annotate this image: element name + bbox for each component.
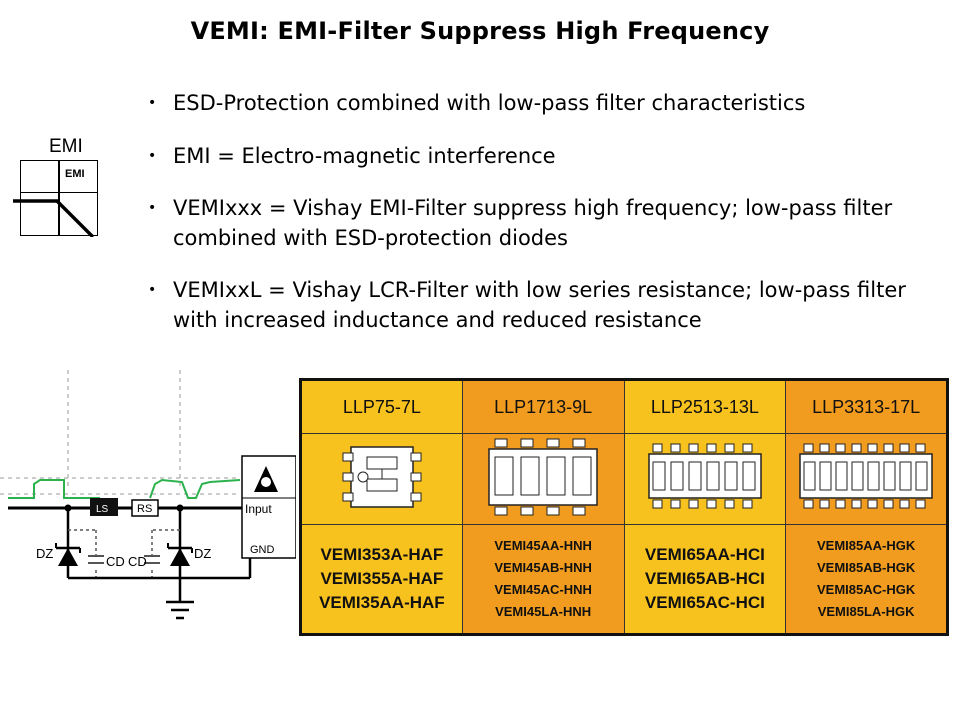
lowpass-curve-icon — [13, 199, 95, 237]
part-number-cell: VEMI353A-HAF VEMI355A-HAF VEMI35AA-HAF — [300, 524, 463, 635]
emi-response-box: EMI — [13, 160, 98, 237]
slide-title: VEMI: EMI-Filter Suppress High Frequency — [190, 17, 770, 45]
part-number-row: VEMI353A-HAF VEMI355A-HAF VEMI35AA-HAF V… — [300, 524, 948, 635]
bullet-item: • EMI = Electro-magnetic interference — [146, 141, 956, 171]
emi-filter-icon: EMI EMI — [13, 136, 104, 240]
package-header: LLP75-7L — [300, 379, 463, 434]
emi-icon-inner-label: EMI — [65, 168, 85, 180]
part-number-cell: VEMI65AA-HCI VEMI65AB-HCI VEMI65AC-HCI — [623, 524, 787, 635]
part-number: VEMI45AA-HNH — [494, 538, 592, 553]
llp2513-13l-package-icon — [648, 443, 762, 508]
bullet-text: EMI = Electro-magnetic interference — [173, 144, 556, 168]
package-image-cell — [461, 433, 625, 525]
package-header: LLP3313-17L — [785, 379, 948, 434]
part-number-cell: VEMI45AA-HNH VEMI45AB-HNH VEMI45AC-HNH V… — [461, 524, 625, 635]
package-image-cell — [300, 433, 463, 525]
bullet-text: VEMIxxx = Vishay EMI-Filter suppress hig… — [173, 196, 893, 250]
package-image-cell — [785, 433, 948, 525]
part-number: VEMI353A-HAF — [320, 545, 444, 564]
llp1713-9l-package-icon — [488, 438, 598, 515]
circuit-schematic: DZ CD LS RS CD DZ Input GND — [0, 370, 297, 620]
gnd-label: GND — [250, 544, 275, 556]
part-number: VEMI45AB-HNH — [494, 560, 592, 575]
bullet-dot-icon: • — [148, 95, 157, 111]
part-number: VEMI45LA-HNH — [495, 604, 592, 619]
dz-right-label: DZ — [194, 546, 211, 561]
cd-left-label: CD — [106, 554, 125, 569]
input-label: Input — [245, 502, 272, 516]
package-header: LLP2513-13L — [623, 379, 787, 434]
bullet-text: ESD-Protection combined with low-pass fi… — [173, 91, 806, 115]
llp75-7l-package-icon — [342, 445, 422, 508]
bullet-dot-icon: • — [148, 282, 157, 298]
part-number: VEMI85AC-HGK — [817, 582, 916, 597]
part-number: VEMI65AC-HCI — [644, 593, 765, 612]
part-number: VEMI35AA-HAF — [319, 593, 445, 612]
bullet-list: • ESD-Protection combined with low-pass f… — [146, 88, 956, 357]
bullet-item: • VEMIxxL = Vishay LCR-Filter with low se… — [146, 275, 956, 335]
bullet-dot-icon: • — [148, 200, 157, 216]
filter-circuit-diagram: DZ CD LS RS CD DZ Input GND — [0, 370, 297, 650]
package-header: LLP1713-9L — [461, 379, 625, 434]
part-number-cell: VEMI85AA-HGK VEMI85AB-HGK VEMI85AC-HGK V… — [785, 524, 948, 635]
part-number: VEMI45AC-HNH — [494, 582, 592, 597]
part-number: VEMI355A-HAF — [320, 569, 444, 588]
package-header-row: LLP75-7L LLP1713-9L LLP2513-13L LLP3313-… — [300, 379, 948, 434]
ls-label: LS — [96, 504, 109, 515]
dz-left-label: DZ — [36, 546, 53, 561]
package-table: LLP75-7L LLP1713-9L LLP2513-13L LLP3313-… — [299, 378, 949, 636]
part-number: VEMI65AA-HCI — [644, 545, 765, 564]
bullet-dot-icon: • — [148, 148, 157, 164]
bullet-item: • VEMIxxx = Vishay EMI-Filter suppress hi… — [146, 193, 956, 253]
part-number: VEMI85LA-HGK — [817, 604, 915, 619]
part-number: VEMI65AB-HCI — [644, 569, 765, 588]
llp3313-17l-package-icon — [799, 443, 933, 508]
emi-icon-label: EMI — [49, 136, 83, 157]
bullet-item: • ESD-Protection combined with low-pass f… — [146, 88, 956, 118]
cd-right-label: CD — [128, 554, 147, 569]
package-image-cell — [623, 433, 787, 525]
rs-label: RS — [137, 503, 152, 515]
part-number: VEMI85AA-HGK — [817, 538, 916, 553]
part-number: VEMI85AB-HGK — [817, 560, 916, 575]
package-image-row — [300, 433, 948, 525]
bullet-text: VEMIxxL = Vishay LCR-Filter with low ser… — [173, 278, 906, 332]
